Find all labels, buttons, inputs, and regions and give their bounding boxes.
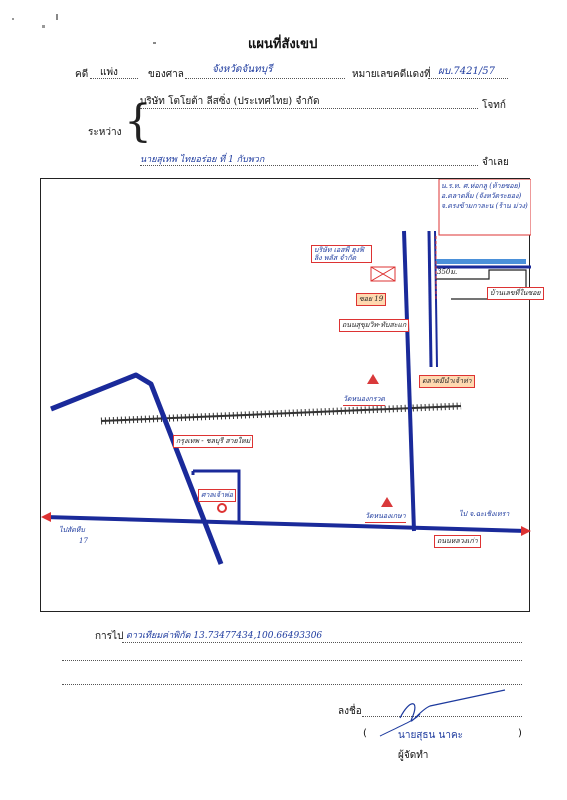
coordinates-line (122, 642, 522, 643)
shrine-block (193, 469, 241, 521)
paren-open: ( (363, 728, 367, 739)
map-drawing (41, 179, 531, 565)
scan-speck (42, 25, 45, 28)
branch-road-a (427, 230, 433, 368)
party-brace: { (124, 96, 152, 147)
temple-south-icon (381, 497, 393, 507)
coordinates-label: การไป (95, 631, 124, 642)
court-line (185, 78, 345, 79)
paren-close: ) (518, 728, 522, 739)
arrow-right (521, 526, 531, 536)
court-name: จังหวัดจันทบุรี (212, 64, 273, 75)
label-railway: กรุงเทพ - ชลบุรี สายใหม่ (173, 435, 254, 448)
label-left-direction: ไปสัตหีบ (59, 526, 85, 534)
label-road-number: 17 (79, 537, 88, 545)
label-police: ตลาดมีนำเจ้าท่า (419, 375, 475, 388)
label-company: บริษัท เอสพี ฮุงฟิลิ่ง พลัส จำกัด (311, 245, 372, 263)
signer-name: นายสุธน นาคะ (398, 730, 464, 741)
sketch-map: น.ร.ท. ศ.ห่อกลู (ท้ายซอย) อ.ตลาดลิ่ม (จั… (40, 178, 544, 612)
label-temple-north: วัดหนองกรวด (343, 394, 385, 406)
scan-speck (56, 14, 58, 20)
company-marker (370, 266, 396, 282)
main-road (44, 515, 528, 533)
red-number-line (428, 78, 508, 79)
between-label: ระหว่าง (88, 127, 122, 138)
label-right-direction: ไป จ.ฉะเชิงเทรา (459, 510, 510, 518)
shrine-dot (217, 503, 227, 513)
scan-speck (153, 42, 156, 44)
coordinates-value: ดาวเทียมค่าพิกัด 13.73477434,100.6649330… (126, 631, 323, 641)
court-label: ของศาล (148, 69, 184, 80)
label-distance: 350ม. (437, 268, 458, 276)
red-number-label: หมายเลขคดีแดงที่ (352, 69, 431, 80)
defendant-name: นายสุเทพ ไทยอร่อย ที่ 1 กับพวก (140, 155, 265, 165)
plaintiff-name: บริษัท โตโยต้า ลีสซิ่ง (ประเทศไทย) จำกัด (140, 96, 320, 107)
vertical-road (402, 230, 416, 532)
legend-text: น.ร.ท. ศ.ห่อกลู (ท้ายซอย) อ.ตลาดลิ่ม (จั… (441, 182, 528, 210)
blank-line-1 (62, 660, 522, 661)
scan-speck (12, 18, 14, 20)
water-strip (436, 259, 526, 264)
arrow-left (41, 512, 51, 522)
defendant-line (140, 165, 478, 166)
sign-line (362, 716, 522, 717)
case-line (90, 78, 138, 79)
blank-line-2 (62, 684, 522, 685)
temple-north-icon (367, 374, 379, 384)
label-temple-south: วัดหนองเกษา (365, 511, 406, 523)
red-number-value: ผบ.7421/57 (438, 66, 495, 77)
railway-line (100, 402, 462, 425)
signer-role: ผู้จัดทำ (398, 750, 429, 761)
signature-mark (379, 689, 506, 737)
label-soi: ซอย 19 (356, 293, 387, 306)
case-type: แพ่ง (100, 67, 118, 78)
case-label: คดี (75, 69, 89, 80)
label-destination: บ้านเลขที่ในซอย (487, 287, 544, 300)
label-main-road: ถนนหลวงเก่า (434, 535, 481, 548)
diagonal-road (50, 372, 224, 565)
plaintiff-role: โจทก์ (482, 100, 506, 111)
label-soi-road: ถนนสุขุมวิท-ทับสะแก (339, 319, 410, 332)
defendant-role: จำเลย (482, 157, 509, 168)
page-title: แผนที่สังเขป (248, 37, 318, 52)
sign-label: ลงชื่อ (338, 706, 362, 717)
label-shrine: ศาลเจ้าพ่อ (198, 489, 236, 502)
legend-box-frame (438, 179, 531, 236)
plaintiff-line (140, 108, 478, 109)
